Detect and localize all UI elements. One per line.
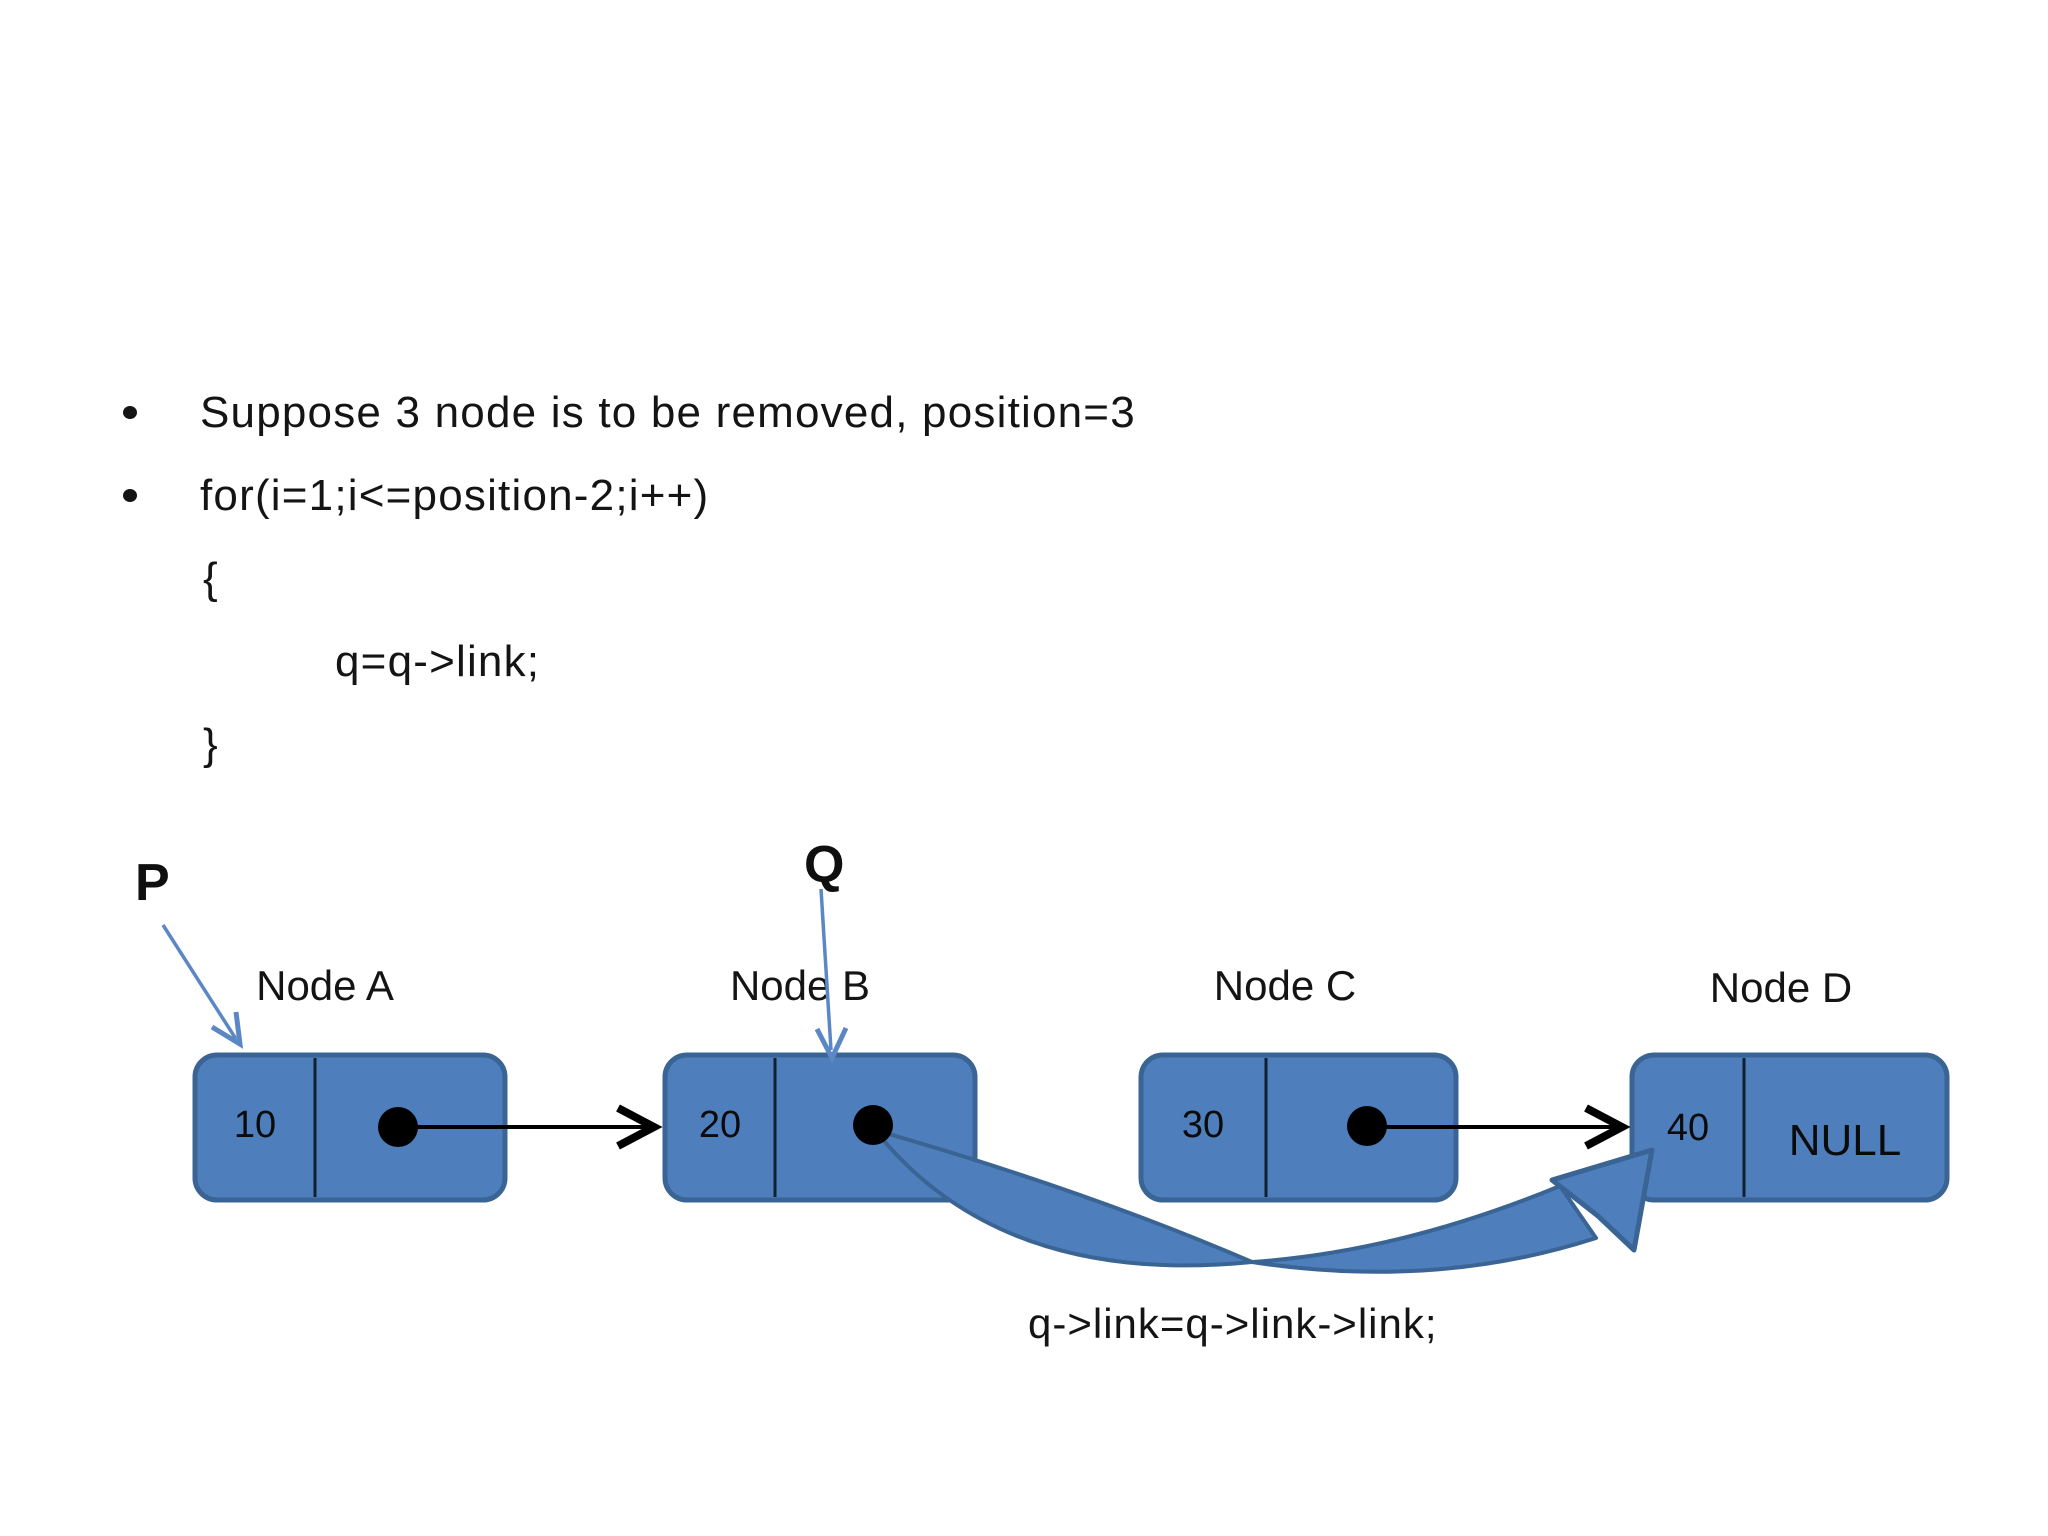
assignment-caption: q->link=q->link->link;: [1028, 1300, 1438, 1347]
link-arrowhead-a-to-b-icon: [616, 1104, 663, 1150]
node-c-label: Node C: [1213, 962, 1357, 1009]
pointer-p-arrowhead-icon: [210, 1011, 244, 1049]
curved-link-arrow-left-segment: [873, 1128, 1254, 1268]
bullet-dot: [123, 406, 137, 419]
bullet-line-for-loop: for(i=1;i<=position-2;i++): [200, 471, 710, 520]
code-close-brace: }: [203, 720, 219, 769]
node-b-pointer-dot: [853, 1105, 893, 1145]
node-b-value: 20: [698, 1104, 742, 1146]
curved-link-arrow-right-segment: [1250, 1184, 1598, 1274]
link-arrowhead-c-to-d-icon: [1584, 1104, 1631, 1150]
bullet-line-suppose: Suppose 3 node is to be removed, positio…: [200, 388, 1136, 437]
node-d-label: Node D: [1709, 964, 1853, 1011]
node-c-pointer-dot: [1347, 1106, 1387, 1146]
node-a-label: Node A: [256, 962, 394, 1009]
node-b-label: Node B: [729, 962, 871, 1009]
bullet-dot: [123, 489, 137, 502]
node-d-null-text: NULL: [1788, 1116, 1902, 1165]
node-a-pointer-dot: [378, 1107, 418, 1147]
pointer-p-label: P: [135, 854, 170, 912]
node-c-value: 30: [1181, 1104, 1225, 1146]
node-d-value: 40: [1666, 1107, 1710, 1149]
code-q-link: q=q->link;: [335, 637, 541, 686]
code-open-brace: {: [203, 554, 219, 603]
curved-link-arrowhead-icon: [1549, 1147, 1655, 1253]
pointer-q-arrowhead-icon: [814, 1026, 849, 1064]
node-a-value: 10: [233, 1104, 277, 1146]
pointer-q-label: Q: [804, 836, 845, 894]
